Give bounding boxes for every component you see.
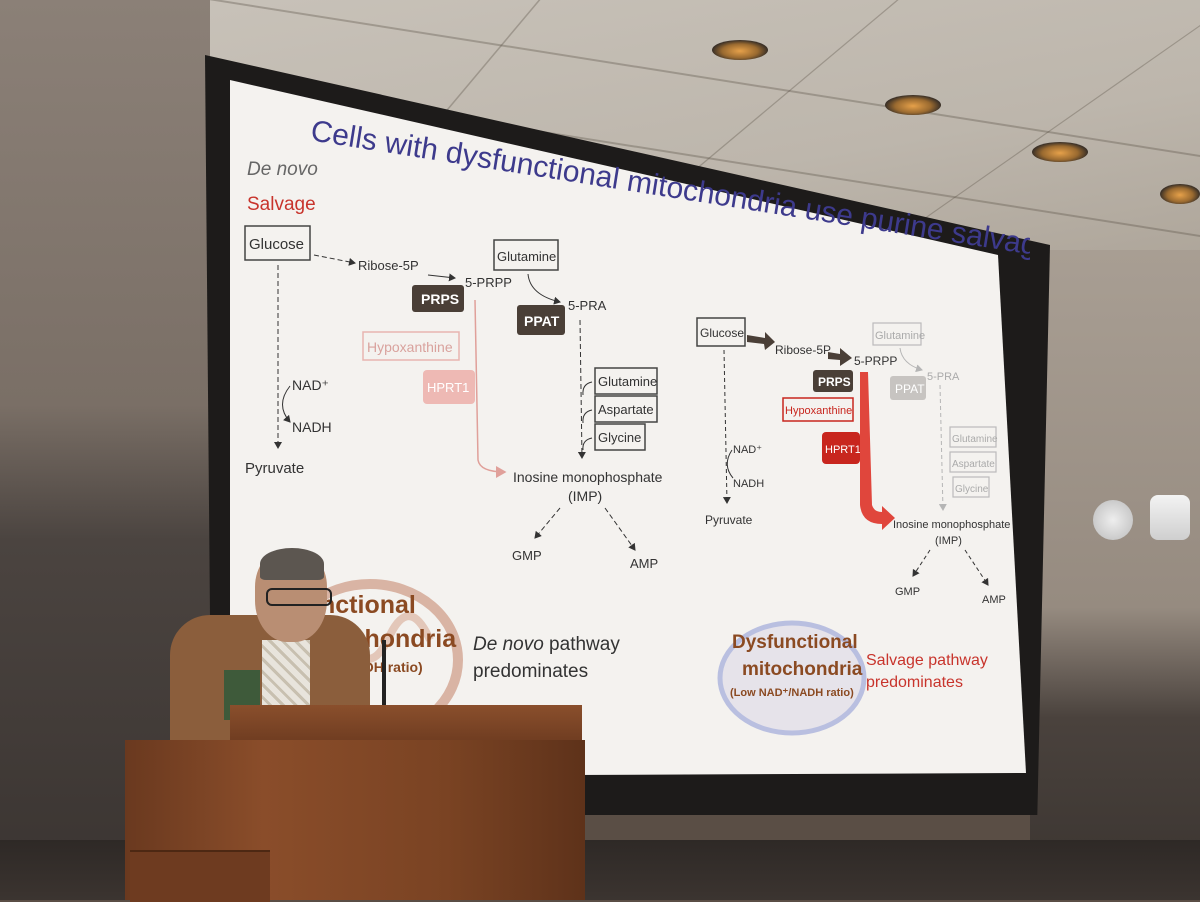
dysfunctional-caption-line1: Salvage pathway [866, 652, 988, 669]
glycine-box [594, 423, 646, 451]
wall-sensor [1093, 500, 1133, 540]
slide: Cells with dysfunctional mitochondria us… [244, 114, 1030, 741]
arrow-salvage-faint [474, 299, 507, 478]
dysfunctional-mitochondria-outline [717, 620, 867, 736]
glucose-box [244, 225, 311, 261]
r-prps-box [813, 370, 853, 392]
r-prps-label: PRPS [818, 375, 851, 389]
r-pra-label: 5-PRA [927, 371, 960, 383]
glutamine-label: Glutamine [598, 374, 657, 389]
pyruvate-label: Pyruvate [245, 460, 304, 477]
r-pyruvate-label: Pyruvate [705, 513, 753, 527]
r-aspartate-label: Aspartate [952, 459, 995, 470]
r-arrow-ribose-prpp [828, 348, 852, 366]
functional-caption-line1: De novo pathway [473, 634, 620, 655]
ppat-label: PPAT [524, 313, 560, 329]
r-nad-label: NAD⁺ [733, 444, 762, 456]
prpp-label: 5-PRPP [465, 275, 512, 290]
r-prpp-label: 5-PRPP [854, 354, 897, 368]
hprt1-label: HPRT1 [427, 380, 469, 395]
glutamine-top-box [493, 239, 559, 271]
r-arrow-glucose-ribose [747, 332, 775, 350]
prps-box [412, 285, 464, 312]
dysfunctional-line3: (Low NAD⁺/NADH ratio) [730, 687, 854, 699]
functional-line1: nctional [320, 591, 416, 619]
wall-camera [1150, 495, 1190, 540]
podium-top [230, 705, 582, 745]
glycine-label: Glycine [598, 430, 641, 445]
speaker-hair [260, 548, 324, 580]
slide-title: Cells with dysfunctional mitochondria us… [309, 114, 1030, 264]
r-glucose-label: Glucose [700, 326, 744, 340]
ribose5p-label: Ribose-5P [358, 258, 419, 273]
r-nadh-label: NADH [733, 478, 764, 490]
r-glutamine-top-label: Glutamine [875, 330, 925, 342]
r-hprt1-label: HPRT1 [825, 444, 861, 456]
r-glutamine-label: Glutamine [952, 434, 998, 445]
imp-label-line2: (IMP) [568, 488, 602, 504]
imp-label-line1: Inosine monophosphate [513, 469, 663, 485]
r-glycine-label: Glycine [955, 484, 989, 495]
dysfunctional-line2: mitochondria [742, 659, 863, 680]
r-amp-label: AMP [982, 594, 1006, 606]
arrow-imp-amp [604, 507, 636, 551]
r-hprt1-box [822, 432, 860, 464]
hypoxanthine-box [362, 331, 460, 361]
aspartate-label: Aspartate [598, 402, 654, 417]
glutamine-box [594, 367, 658, 395]
amp-label: AMP [630, 556, 658, 571]
dysfunctional-caption-line2: predominates [866, 674, 963, 691]
legend-de-novo: De novo [247, 159, 318, 180]
dysfunctional-line1: Dysfunctional [732, 632, 858, 653]
r-glutamine-box [949, 426, 997, 448]
r-imp-label-line2: (IMP) [935, 535, 962, 547]
nad-label: NAD⁺ [292, 377, 329, 393]
glutamine-top-label: Glutamine [497, 249, 556, 264]
r-arrow-glucose-pyruvate [722, 349, 731, 504]
arrow-pra-imp [577, 319, 586, 459]
ceiling-light [1160, 184, 1200, 204]
legend-salvage: Salvage [247, 194, 316, 215]
r-ppat-box [890, 376, 926, 400]
r-imp-label-line1: Inosine monophosphate [893, 519, 1010, 531]
arrow-imp-gmp [534, 507, 561, 539]
gmp-label: GMP [512, 548, 542, 563]
microphone [382, 640, 386, 710]
r-ribose5p-label: Ribose-5P [775, 343, 831, 357]
r-hypoxanthine-box [782, 397, 854, 422]
ceiling-light [885, 95, 941, 115]
r-salvage-arrow [860, 372, 895, 530]
speaker-glasses [266, 588, 332, 606]
podium-panel [130, 850, 270, 902]
r-glutamine-top-box [872, 322, 922, 346]
nadh-label: NADH [292, 419, 332, 435]
glucose-label: Glucose [249, 236, 304, 253]
hprt1-box [423, 370, 475, 404]
prps-label: PRPS [421, 291, 459, 307]
ppat-box [517, 305, 565, 335]
r-gmp-label: GMP [895, 586, 920, 598]
r-ppat-label: PPAT [895, 382, 925, 396]
ceiling-light [1032, 142, 1088, 162]
arrow-glutamine-pra [527, 273, 561, 305]
right-wall [1030, 250, 1200, 900]
arrow-nad-nadh [282, 385, 291, 423]
aspartate-box [594, 395, 658, 423]
functional-caption-line2: predominates [473, 661, 588, 682]
arrow-glucose-ribose [313, 254, 356, 266]
arrow-ribose-prpp [427, 273, 456, 282]
r-hypoxanthine-label: Hypoxanthine [785, 405, 852, 417]
r-glucose-box [696, 317, 746, 347]
r-glycine-box [952, 476, 990, 498]
hypoxanthine-label: Hypoxanthine [367, 339, 453, 355]
pra-label: 5-PRA [568, 298, 607, 313]
ceiling-light [712, 40, 768, 60]
r-aspartate-box [949, 451, 997, 473]
